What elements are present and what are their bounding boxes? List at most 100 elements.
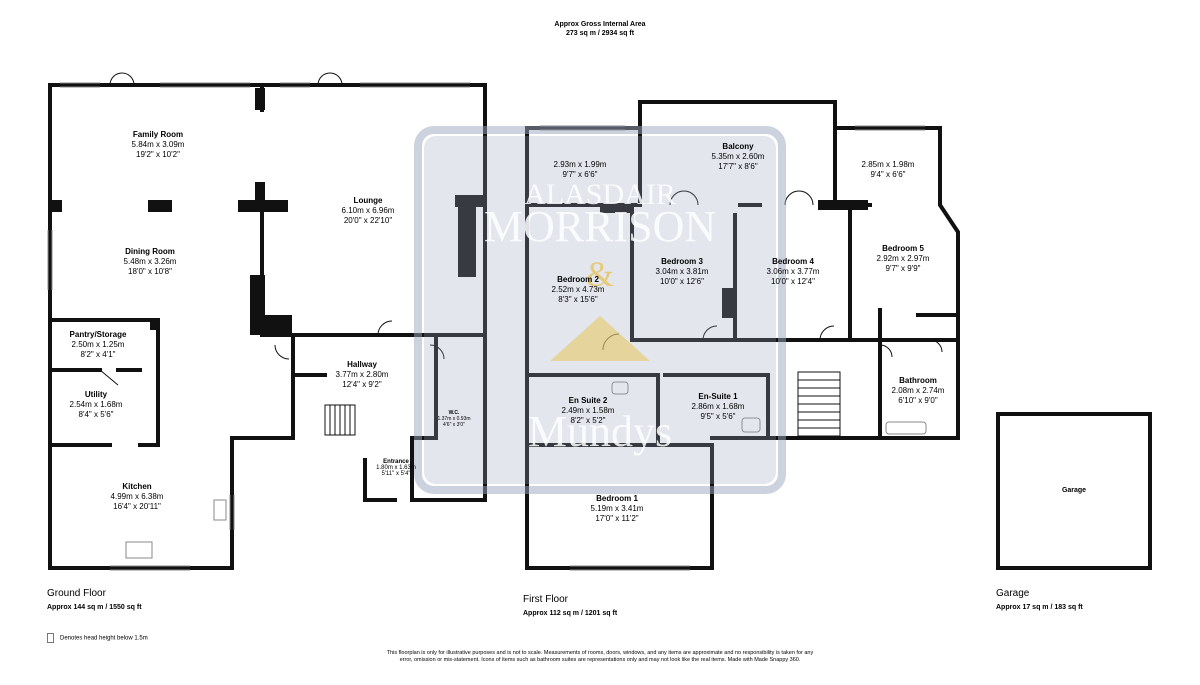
room-imperial: 9'5" x 5'6"	[700, 412, 736, 421]
room-name: En-Suite 1	[698, 392, 738, 401]
room-hallway: Hallway 3.77m x 2.80m 12'4" x 9'2"	[336, 360, 389, 390]
room-imperial: 12'4" x 9'2"	[342, 380, 382, 389]
room-bedroom-4: Bedroom 4 3.06m x 3.77m 10'0" x 12'4"	[767, 257, 820, 287]
room-garage: Garage	[1062, 486, 1086, 496]
room-metric: 3.06m x 3.77m	[766, 267, 820, 276]
room-imperial: 4'6" x 3'0"	[443, 422, 465, 428]
room-metric: 2.54m x 1.68m	[69, 400, 123, 409]
room-name: Entrance	[383, 459, 409, 465]
garage-label: Garage	[996, 588, 1030, 599]
room-metric: 5.48m x 3.26m	[123, 257, 177, 266]
room-metric: 1.37m x 0.93m	[437, 416, 471, 422]
room-unnamed-first-floor: 2.93m x 1.99m 9'7" x 6'6"	[554, 160, 607, 180]
head-height-legend: Denotes head height below 1.5m	[47, 633, 148, 643]
room-wc: W.C. 1.37m x 0.93m 4'6" x 3'0"	[437, 410, 470, 428]
room-name: Utility	[84, 390, 108, 399]
ground-floor-label: Ground Floor	[47, 588, 106, 599]
room-name: Hallway	[347, 360, 377, 369]
room-name: Kitchen	[122, 482, 152, 491]
room-metric: 2.49m x 1.58m	[561, 406, 615, 415]
room-metric: 5.35m x 2.60m	[711, 152, 765, 161]
room-name: Bedroom 5	[882, 244, 924, 253]
header-title: Approx Gross Internal Area	[554, 21, 646, 28]
room-name: Dining Room	[125, 247, 175, 256]
room-metric: 6.10m x 6.96m	[341, 206, 395, 215]
room-entrance: Entrance 1.80m x 1.63m 5'11" x 5'4"	[376, 459, 416, 477]
svg-text:ALASDAIR: ALASDAIR	[524, 178, 676, 211]
room-en-suite-1: En-Suite 1 2.86m x 1.68m 9'5" x 5'6"	[692, 392, 745, 422]
gross-area-header: Approx Gross Internal Area 273 sq m / 29…	[554, 20, 645, 38]
room-name: Bedroom 2	[557, 275, 599, 284]
room-pantry: Pantry/Storage 2.50m x 1.25m 8'2" x 4'1"	[70, 330, 127, 360]
svg-text:Mundys: Mundys	[528, 407, 672, 456]
room-name: Pantry/Storage	[69, 330, 127, 339]
room-en-suite-2: En Suite 2 2.49m x 1.58m 8'2" x 5'2"	[562, 396, 615, 426]
legend-swatch	[47, 633, 54, 643]
room-imperial: 18'0" x 10'8"	[128, 267, 172, 276]
room-name: Bedroom 4	[772, 257, 814, 266]
room-metric: 2.50m x 1.25m	[71, 340, 125, 349]
room-imperial: 8'3" x 15'6"	[558, 295, 598, 304]
garage-outline	[996, 412, 1152, 570]
room-bedroom-5: Bedroom 5 2.92m x 2.97m 9'7" x 9'9"	[877, 244, 930, 274]
room-bathroom: Bathroom 2.08m x 2.74m 6'10" x 9'0"	[892, 376, 945, 406]
room-name: Balcony	[722, 142, 754, 151]
room-bedroom-1: Bedroom 1 5.19m x 3.41m 17'0" x 11'2"	[591, 494, 644, 524]
room-metric: 2.93m x 1.99m	[553, 160, 607, 169]
room-name: W.C.	[448, 410, 460, 416]
room-metric: 1.80m x 1.63m	[376, 465, 416, 471]
room-imperial: 16'4" x 20'11"	[113, 502, 161, 511]
room-imperial: 19'2" x 10'2"	[136, 150, 180, 159]
header-area: 273 sq m / 2934 sq ft	[565, 30, 635, 37]
room-dressing: 2.85m x 1.98m 9'4" x 6'6"	[862, 160, 915, 180]
room-metric: 2.92m x 2.97m	[876, 254, 930, 263]
room-imperial: 10'0" x 12'6"	[660, 277, 704, 286]
room-dining-room: Dining Room 5.48m x 3.26m 18'0" x 10'8"	[124, 247, 177, 277]
room-imperial: 8'2" x 5'2"	[570, 416, 606, 425]
room-imperial: 8'4" x 5'6"	[78, 410, 114, 419]
room-kitchen: Kitchen 4.99m x 6.38m 16'4" x 20'11"	[111, 482, 164, 512]
room-imperial: 9'7" x 6'6"	[562, 170, 598, 179]
room-metric: 2.86m x 1.68m	[691, 402, 745, 411]
disclaimer: This floorplan is only for illustrative …	[386, 650, 814, 663]
first-floor-label: First Floor	[523, 594, 568, 605]
first-floor-area: Approx 112 sq m / 1201 sq ft	[523, 610, 618, 617]
ground-floor-area: Approx 144 sq m / 1550 sq ft	[47, 604, 142, 611]
room-imperial: 5'11" x 5'4"	[381, 471, 411, 477]
room-metric: 5.19m x 3.41m	[590, 504, 644, 513]
room-name: Bathroom	[899, 376, 937, 385]
room-metric: 2.08m x 2.74m	[891, 386, 945, 395]
room-balcony: Balcony 5.35m x 2.60m 17'7" x 8'6"	[712, 142, 765, 172]
room-metric: 2.52m x 4.73m	[551, 285, 605, 294]
agency-watermark: ALASDAIR MORRISON & Mundys	[414, 126, 786, 494]
room-name: Lounge	[353, 196, 383, 205]
ground-floor-outline	[48, 83, 487, 570]
legend-text: Denotes head height below 1.5m	[60, 635, 148, 642]
room-imperial: 9'4" x 6'6"	[870, 170, 906, 179]
room-imperial: 10'0" x 12'4"	[771, 277, 815, 286]
room-imperial: 20'0" x 22'10"	[343, 216, 393, 225]
room-bedroom-3: Bedroom 3 3.04m x 3.81m 10'0" x 12'6"	[656, 257, 709, 287]
room-family-room: Family Room 5.84m x 3.09m 19'2" x 10'2"	[132, 130, 185, 160]
room-name: Bedroom 1	[596, 494, 638, 503]
room-imperial: 8'2" x 4'1"	[80, 350, 116, 359]
room-imperial: 6'10" x 9'0"	[898, 396, 938, 405]
room-lounge: Lounge 6.10m x 6.96m 20'0" x 22'10"	[342, 196, 395, 226]
room-name: Family Room	[132, 130, 184, 139]
room-metric: 2.85m x 1.98m	[861, 160, 915, 169]
svg-text:MORRISON: MORRISON	[484, 202, 716, 251]
room-name: En Suite 2	[568, 396, 608, 405]
room-utility: Utility 2.54m x 1.68m 8'4" x 5'6"	[70, 390, 123, 420]
room-metric: 3.77m x 2.80m	[335, 370, 389, 379]
room-imperial: 17'7" x 8'6"	[718, 162, 758, 171]
room-name: Bedroom 3	[661, 257, 703, 266]
room-name: Garage	[1061, 487, 1087, 494]
room-metric: 5.84m x 3.09m	[131, 140, 185, 149]
svg-text:&: &	[586, 254, 614, 294]
room-imperial: 9'7" x 9'9"	[885, 264, 921, 273]
room-metric: 4.99m x 6.38m	[110, 492, 164, 501]
room-bedroom-2: Bedroom 2 2.52m x 4.73m 8'3" x 15'6"	[552, 275, 605, 305]
room-metric: 3.04m x 3.81m	[655, 267, 709, 276]
garage-area: Approx 17 sq m / 183 sq ft	[996, 604, 1083, 611]
